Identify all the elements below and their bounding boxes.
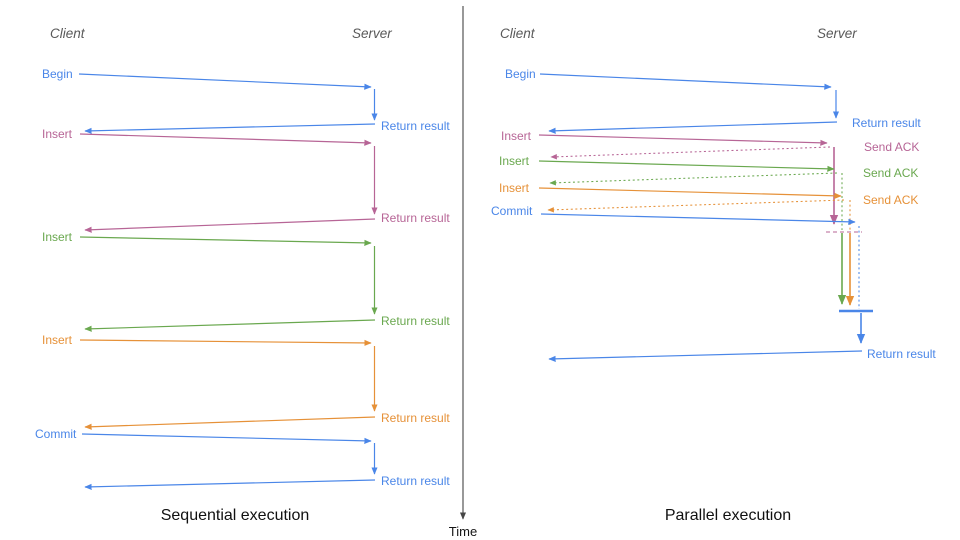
insert2-ack-arrow [549, 172, 838, 186]
begin-label: Begin [42, 67, 73, 81]
insert2-return-arrow [84, 319, 376, 332]
seq-op-insert-2: Insert Return result [42, 230, 450, 332]
begin-label: Begin [505, 67, 536, 81]
insert3-return-arrow [84, 416, 376, 430]
begin-request-arrow [78, 73, 372, 90]
insert1-label: Insert [42, 127, 73, 141]
insert2-request-arrow [538, 160, 835, 172]
insert2-label: Insert [499, 154, 530, 168]
par-op-commit: Commit Return result [491, 204, 936, 362]
insert2-label: Insert [42, 230, 73, 244]
insert1-ack-arrow [550, 146, 831, 160]
commit-return-arrow [84, 479, 376, 490]
client-header: Client [500, 26, 536, 41]
seq-op-begin: Begin Return result [42, 67, 450, 134]
commit-request-arrow [540, 213, 856, 225]
commit-return-label: Return result [867, 347, 936, 361]
insert3-label: Insert [499, 181, 530, 195]
insert2-ack-label: Send ACK [863, 166, 918, 180]
seq-op-insert-3: Insert Return result [42, 333, 450, 430]
insert1-request-arrow [538, 134, 828, 146]
begin-return-label: Return result [852, 116, 921, 130]
insert2-request-arrow [79, 236, 372, 246]
begin-return-arrow [548, 121, 838, 134]
sequential-panel: Client Server Begin Return result Insert… [35, 26, 450, 524]
insert3-label: Insert [42, 333, 73, 347]
server-header: Server [817, 26, 857, 41]
parallel-panel: Client Server Begin Return result Insert… [491, 26, 936, 524]
time-axis: Time [449, 6, 477, 539]
insert3-ack-arrow [547, 199, 845, 213]
sequential-caption: Sequential execution [161, 507, 310, 524]
par-op-insert-1: Insert Send ACK [501, 129, 919, 233]
seq-op-commit: Commit Return result [35, 427, 450, 490]
insert3-ack-label: Send ACK [863, 193, 918, 207]
time-axis-label: Time [449, 524, 477, 539]
insert3-return-label: Return result [381, 411, 450, 425]
par-op-insert-2: Insert Send ACK [499, 154, 918, 305]
insert3-request-arrow [538, 187, 842, 199]
commit-request-arrow [81, 433, 372, 444]
par-op-begin: Begin Return result [505, 67, 921, 134]
commit-return-arrow [548, 350, 863, 362]
parallel-caption: Parallel execution [665, 507, 791, 524]
begin-request-arrow [539, 73, 832, 90]
server-header: Server [352, 26, 392, 41]
begin-return-label: Return result [381, 119, 450, 133]
par-op-insert-3: Insert Send ACK [499, 181, 918, 306]
insert1-ack-label: Send ACK [864, 140, 919, 154]
begin-return-arrow [84, 123, 376, 134]
commit-label: Commit [35, 427, 77, 441]
insert3-request-arrow [79, 339, 372, 347]
insert1-request-arrow [79, 133, 372, 146]
insert1-return-label: Return result [381, 211, 450, 225]
commit-return-label: Return result [381, 474, 450, 488]
client-header: Client [50, 26, 86, 41]
insert1-label: Insert [501, 129, 532, 143]
insert2-return-label: Return result [381, 314, 450, 328]
seq-op-insert-1: Insert Return result [42, 127, 450, 233]
commit-label: Commit [491, 204, 533, 218]
insert1-return-arrow [84, 218, 376, 233]
